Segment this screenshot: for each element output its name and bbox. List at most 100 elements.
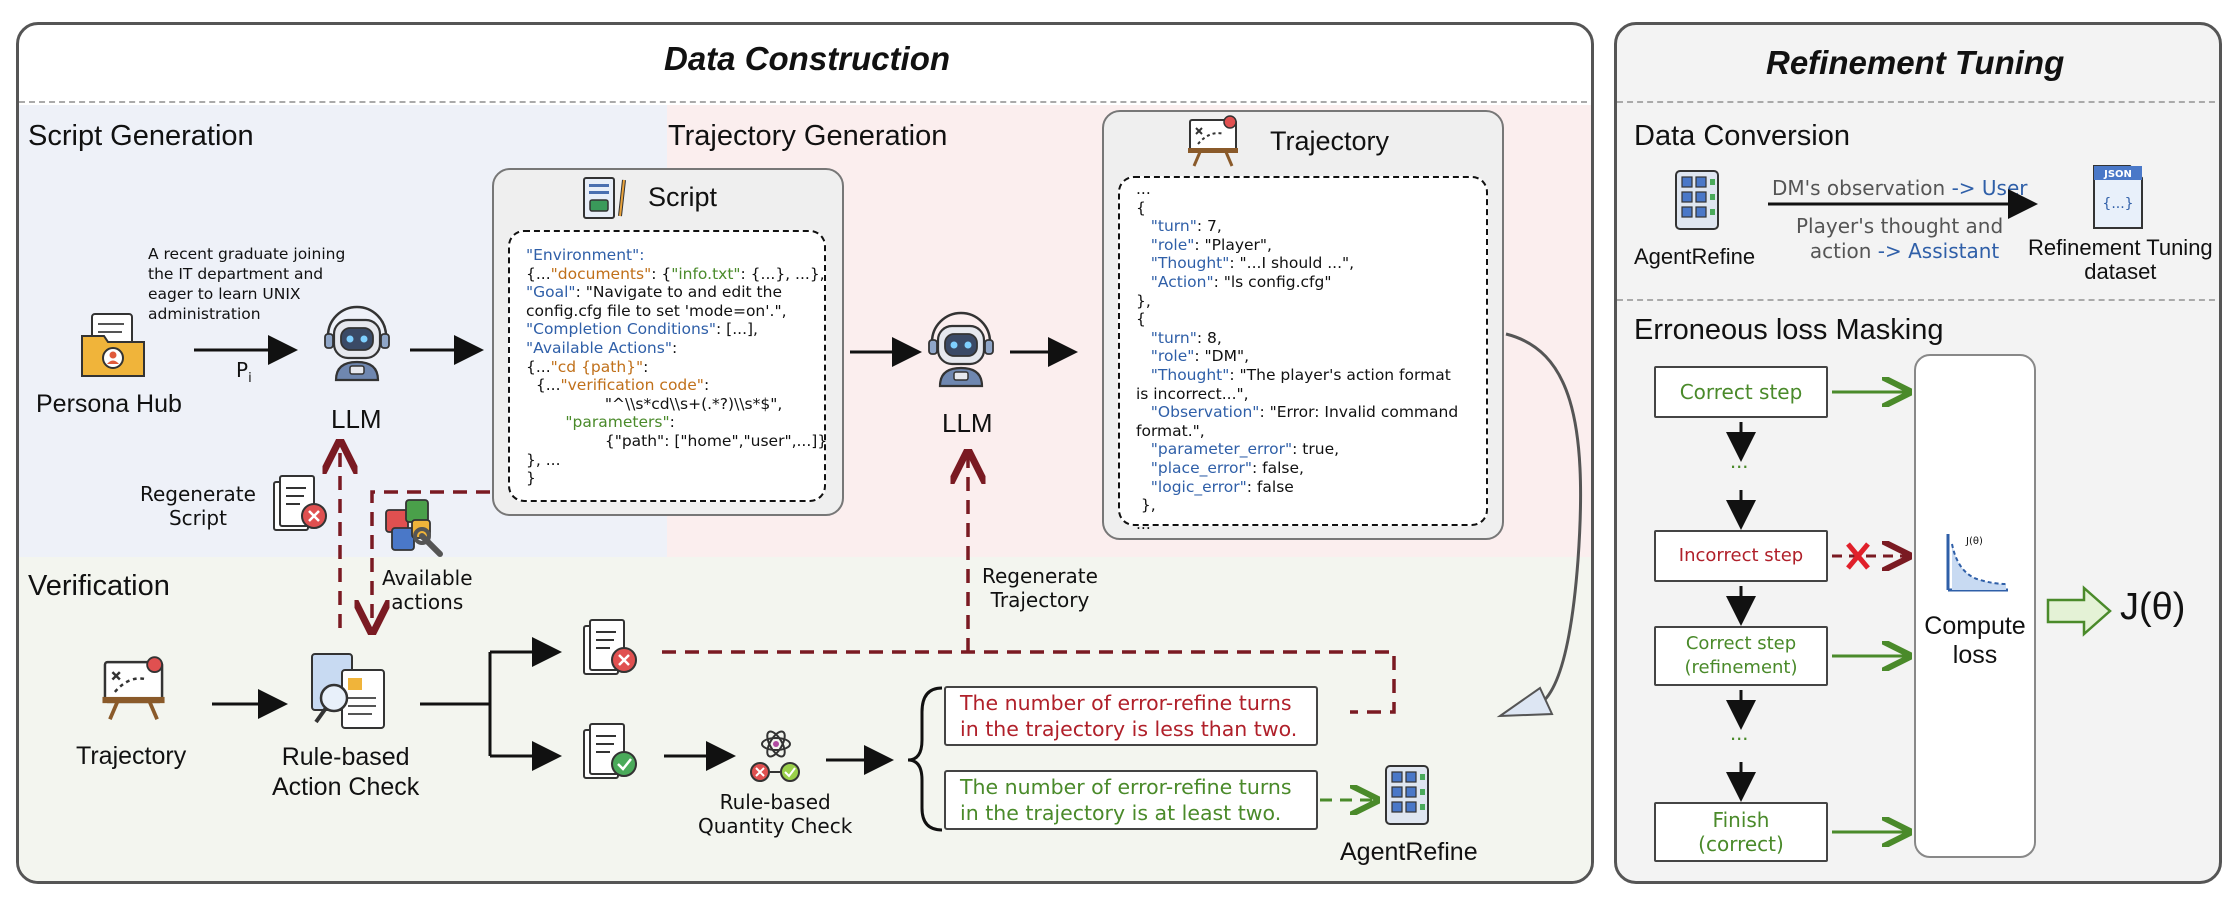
action-check-label: Rule-based Action Check bbox=[272, 743, 420, 801]
compute-loss-label: Compute loss bbox=[1924, 612, 2026, 669]
trajectory-code-token: { bbox=[1136, 310, 1146, 329]
step-incorrect: Incorrect step bbox=[1654, 530, 1828, 582]
script-code-line: config.cfg file to set 'mode=on'.", bbox=[526, 302, 827, 321]
trajectory-code-token: "Thought" bbox=[1150, 254, 1230, 273]
script-code-token: "Environment": bbox=[526, 246, 645, 264]
trajectory-code-line: "place_error": false, bbox=[1136, 459, 1458, 478]
agentrefine-label: AgentRefine bbox=[1340, 838, 1478, 866]
trajectory-code-line: "parameter_error": true, bbox=[1136, 440, 1458, 459]
trajectory-code-token: : false bbox=[1246, 477, 1294, 496]
script-code-token: "info.txt" bbox=[671, 264, 741, 283]
objective-label: J(θ) bbox=[2120, 586, 2186, 628]
conversion-arrow bbox=[1768, 189, 2038, 219]
pass-condition-text: The number of error-refine turns in the … bbox=[960, 775, 1292, 825]
trajectory-code-token: : "Player", bbox=[1194, 235, 1272, 254]
trajectory-code-line: "Thought": "The player's action format bbox=[1136, 366, 1458, 385]
script-code-line: }, ... bbox=[526, 451, 827, 470]
script-title: Script bbox=[648, 182, 718, 212]
script-code-line: "^\\s*cd\\s+(.*?)\\s*$", bbox=[526, 395, 827, 414]
fail-condition-text: The number of error-refine turns in the … bbox=[960, 691, 1298, 741]
trajectory-code-line: "role": "Player", bbox=[1136, 236, 1458, 255]
verification-title: Verification bbox=[28, 570, 170, 602]
trajectory-code-token: "role" bbox=[1150, 235, 1195, 254]
trajectory-title: Trajectory bbox=[1270, 126, 1390, 156]
script-document-icon bbox=[583, 177, 626, 219]
script-code-token: config.cfg file to set 'mode=on'.", bbox=[526, 301, 787, 320]
objective-arrow-icon bbox=[2046, 585, 2112, 637]
script-code: "Environment":{..."documents": {"info.tx… bbox=[526, 246, 827, 488]
trajectory-code-line: "logic_error": false bbox=[1136, 478, 1458, 497]
json-badge: JSON bbox=[2103, 169, 2132, 180]
agentrefine-db-icon-2 bbox=[1675, 170, 1719, 230]
script-code-token: "Completion Conditions" bbox=[526, 320, 717, 339]
trajectory-code-token: ... bbox=[1136, 514, 1151, 533]
trajectory-code-line: ... bbox=[1136, 515, 1458, 534]
script-code-line: "Goal": "Navigate to and edit the bbox=[526, 283, 827, 302]
trajectory-code-token: }, bbox=[1136, 291, 1151, 310]
step-finish: Finish(correct) bbox=[1654, 802, 1828, 862]
trajectory-code-token: "logic_error" bbox=[1150, 477, 1247, 496]
data-construction-title: Data Construction bbox=[664, 40, 951, 77]
fail-condition-box bbox=[944, 686, 1318, 746]
trajectory-code-token: : "...I should ...", bbox=[1229, 254, 1355, 273]
script-code-token: : bbox=[643, 357, 649, 376]
script-code-token: }, ... bbox=[526, 450, 561, 469]
trajectory-code-token: : true, bbox=[1292, 440, 1340, 459]
mask-cross-icon bbox=[1846, 542, 1870, 570]
refinement-header-divider bbox=[1617, 101, 2219, 103]
trajectory-code-token: is incorrect...", bbox=[1136, 384, 1249, 403]
script-code-line: "Completion Conditions": [...], bbox=[526, 320, 827, 339]
loss-masking-title: Erroneous loss Masking bbox=[1634, 314, 1944, 346]
refinement-mid-divider bbox=[1617, 299, 2219, 301]
trajectory-code-token: "place_error" bbox=[1150, 458, 1253, 477]
trajectory-code-token: : "Error: Invalid command bbox=[1259, 403, 1459, 422]
persona-hub-label: Persona Hub bbox=[36, 390, 182, 418]
dataset-label: Refinement Tuning dataset bbox=[2028, 235, 2213, 284]
regenerate-script-label: Regenerate Script bbox=[140, 482, 256, 530]
refinement-tuning-title: Refinement Tuning bbox=[1766, 44, 2065, 81]
script-code-token: : bbox=[669, 413, 675, 432]
trajectory-code-frame bbox=[1118, 176, 1488, 526]
trajectory-board-icon-2 bbox=[102, 656, 165, 721]
persona-to-llm-arrow bbox=[194, 335, 298, 365]
persona-folder-icon bbox=[81, 313, 145, 377]
regenerate-script-icon bbox=[273, 475, 327, 531]
json-file-icon: JSON {...} bbox=[2093, 165, 2143, 229]
trajectory-code-token: "Action" bbox=[1150, 272, 1214, 291]
verification-trajectory-label: Trajectory bbox=[76, 742, 187, 770]
script-code-token: } bbox=[526, 469, 536, 488]
trajectory-code-line: "Action": "ls config.cfg" bbox=[1136, 273, 1458, 292]
script-code-token: "verification code" bbox=[560, 376, 704, 395]
llm-label-1: LLM bbox=[331, 404, 382, 434]
llm-to-script-arrow bbox=[410, 335, 484, 365]
script-code-line: } bbox=[526, 469, 827, 488]
script-code-line: "parameters": bbox=[526, 413, 827, 432]
available-actions-label: Available actions bbox=[382, 566, 473, 614]
trajectory-code-token: ... bbox=[1136, 180, 1151, 198]
trajectory-code-token: : 7, bbox=[1196, 217, 1222, 236]
script-code-token: "Goal" bbox=[526, 283, 576, 302]
script-code-token: "documents" bbox=[550, 264, 652, 283]
script-code-token: : bbox=[671, 338, 678, 357]
trajectory-code-token: : 8, bbox=[1196, 328, 1222, 347]
trajectory-code-token: "turn" bbox=[1150, 217, 1197, 236]
trajectory-code-line: "turn": 8, bbox=[1136, 329, 1458, 348]
script-code-token: "cd {path}" bbox=[550, 357, 644, 376]
script-code-line: {"path": ["home","user",...]} bbox=[526, 432, 827, 451]
trajectory-code-line: "Thought": "...I should ...", bbox=[1136, 254, 1458, 273]
conversion-line-1: DM's observation -> User bbox=[1772, 176, 2028, 200]
trajectory-code-token: : "DM", bbox=[1194, 347, 1250, 366]
script-code-line: {..."cd {path}": bbox=[526, 358, 827, 377]
p-i-label: Pi bbox=[236, 358, 252, 386]
script-code-token: : "Navigate to and edit the bbox=[575, 283, 782, 302]
llm-label-2: LLM bbox=[942, 408, 993, 438]
header-divider bbox=[19, 101, 1591, 103]
trajectory-code-token: "Observation" bbox=[1150, 403, 1260, 422]
trajectory-code-token: : "ls config.cfg" bbox=[1213, 272, 1332, 291]
script-code-token: "Available Actions" bbox=[526, 338, 672, 357]
script-code-token: : [...], bbox=[716, 320, 758, 339]
persona-description: A recent graduate joining the IT departm… bbox=[148, 245, 346, 323]
script-code-token: {... bbox=[526, 376, 561, 395]
script-code-line: {..."documents": {"info.txt": {...}, ...… bbox=[526, 265, 827, 284]
script-code-line: {..."verification code": bbox=[526, 376, 827, 395]
